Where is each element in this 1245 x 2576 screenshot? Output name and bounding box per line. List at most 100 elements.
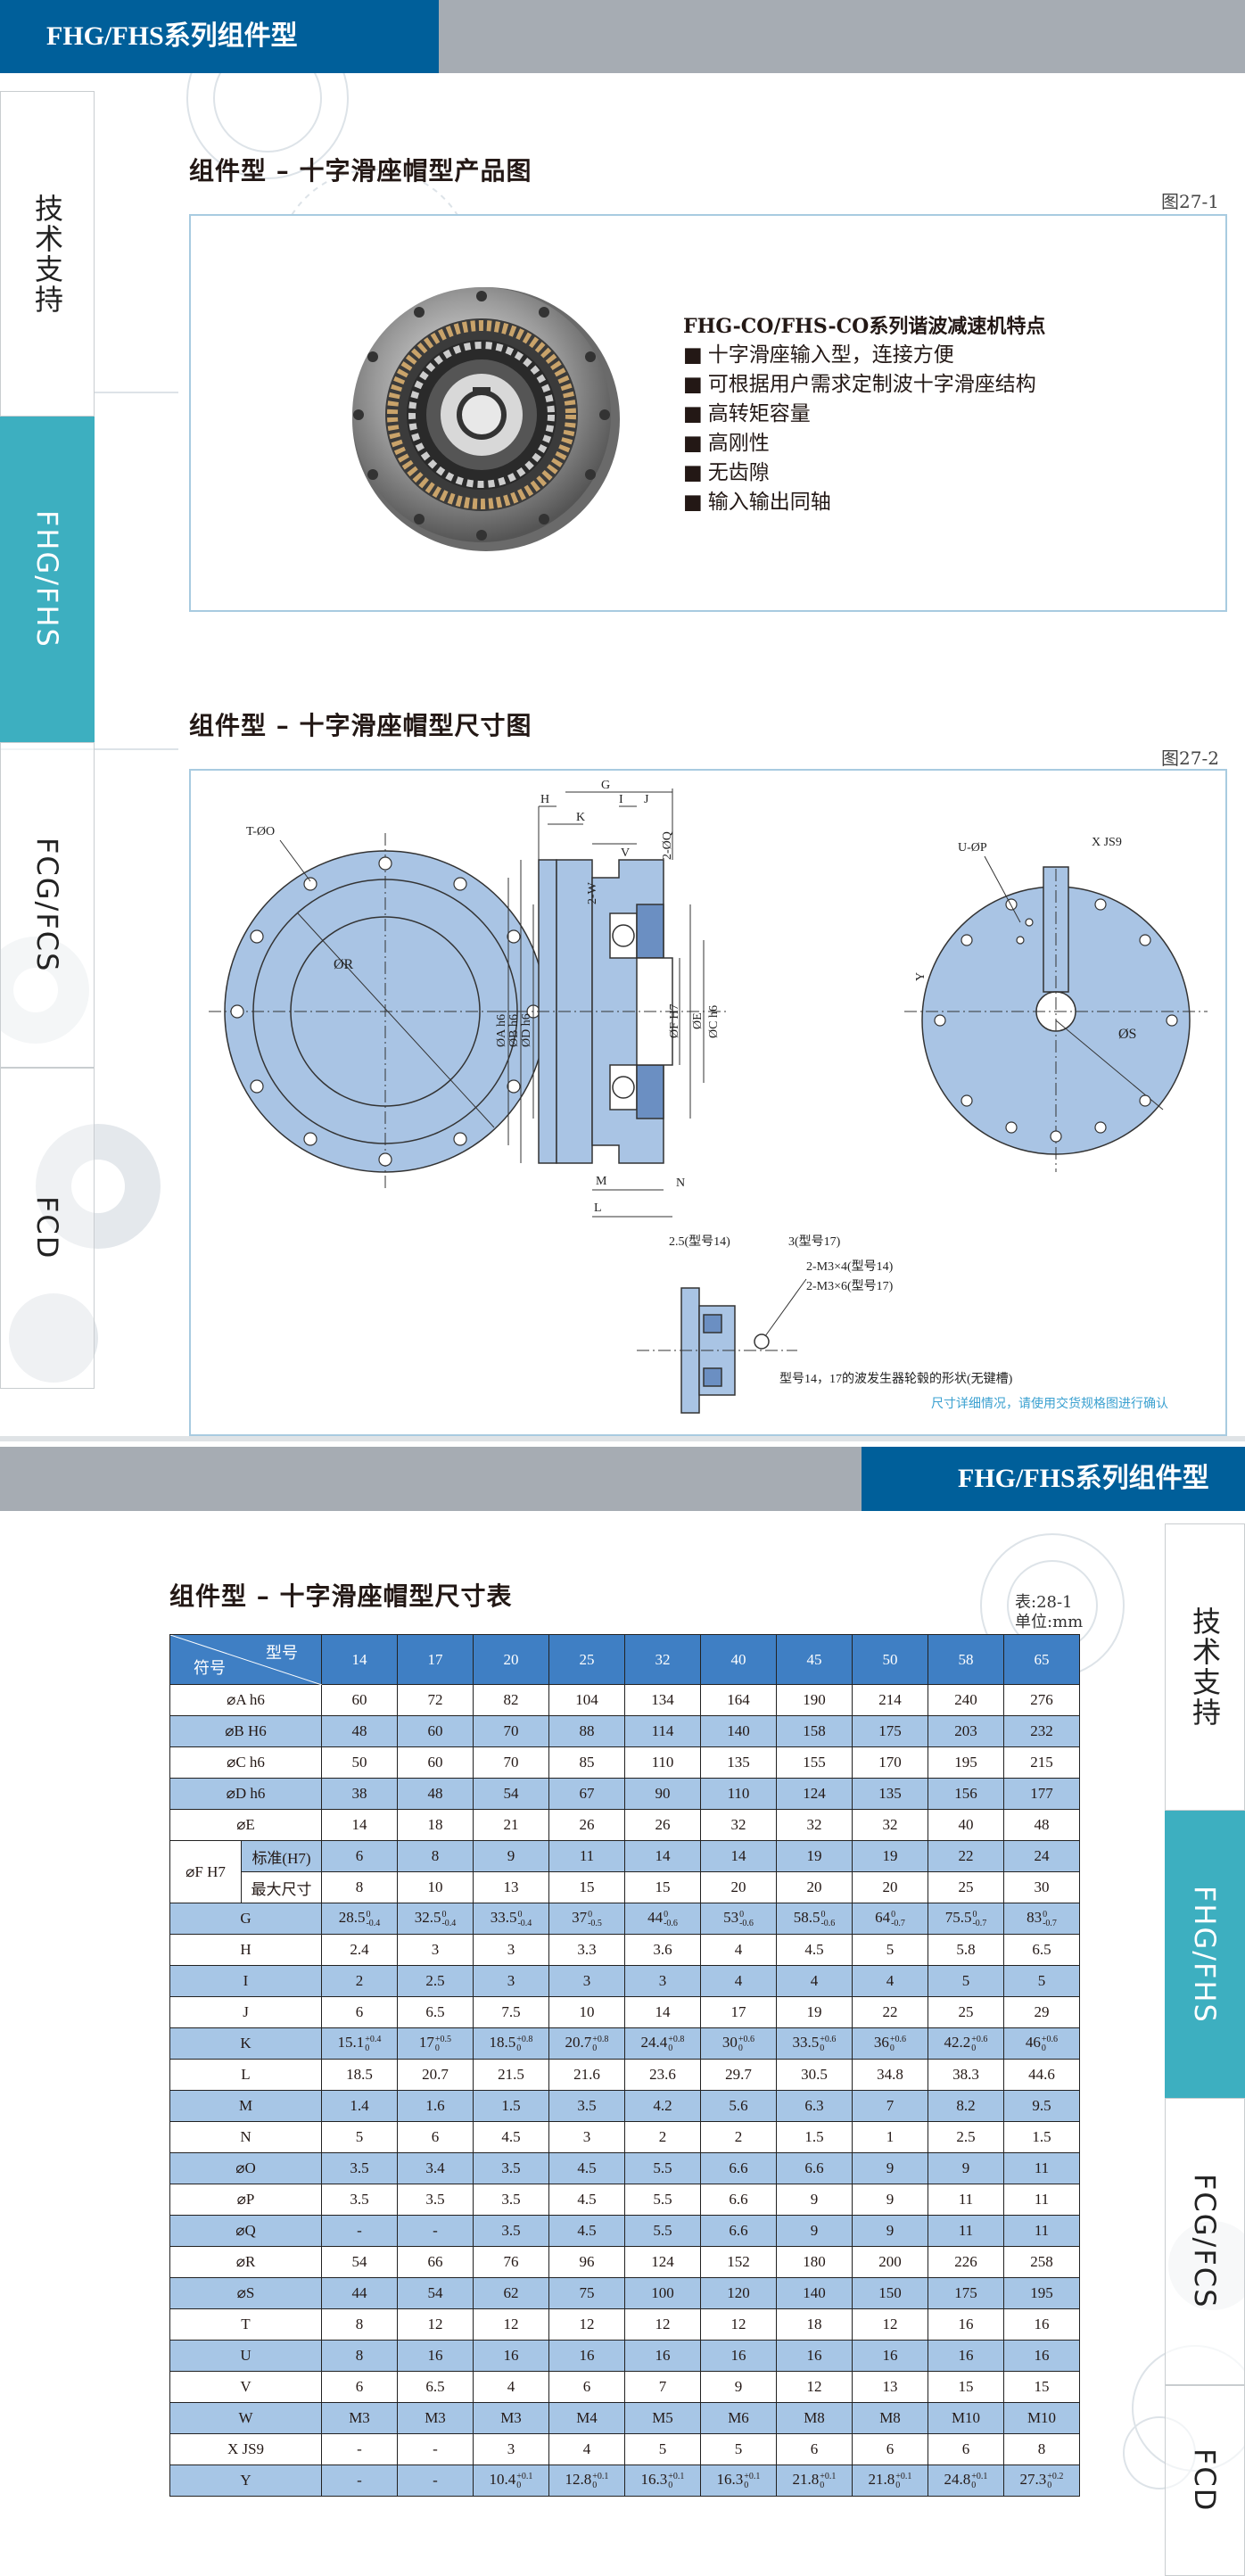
table-cell: 16	[473, 2340, 549, 2372]
table-cell: 11	[1003, 2152, 1080, 2184]
table-cell: 8.2	[928, 2090, 1004, 2122]
table-cell: 44.6	[1003, 2059, 1080, 2091]
table-cell-value: 203	[954, 1722, 977, 1739]
tolerance-upper: 0	[441, 1909, 447, 1920]
table-cell-value: 20	[730, 1878, 746, 1895]
table-cell: 13	[852, 2371, 928, 2403]
table-cell-value: 226	[954, 2253, 977, 2270]
table-cell-value: 6.5	[1032, 1941, 1051, 1958]
sidebar-right-tab-fcd[interactable]: FCD	[1165, 2385, 1245, 2576]
sidebar-right-tab-fhg[interactable]: FHG/FHS	[1165, 1811, 1245, 2098]
table-cell: 120	[700, 2277, 777, 2309]
table-cell: M4	[548, 2402, 625, 2434]
table-unit: 单位:mm	[1015, 1613, 1084, 1631]
table-cell-value: 11	[579, 1847, 595, 1864]
table-cell-value: 16	[958, 2347, 974, 2364]
sidebar-right-tab-fcg[interactable]: FCG/FCS	[1165, 2098, 1245, 2385]
table-cell: 7	[852, 2090, 928, 2122]
table-cell-value: 3	[582, 1972, 591, 1989]
table-model-header: 14	[321, 1634, 398, 1685]
table-cell-value: 10	[427, 1878, 443, 1895]
table-model-header: 25	[548, 1634, 625, 1685]
table-cell-value: 58.5	[793, 1909, 820, 1927]
table-row-label: 最大尺寸	[241, 1871, 322, 1903]
table-row-label: J	[169, 1996, 322, 2028]
table-cell: 215	[1003, 1746, 1080, 1779]
table-cell-tolerance: 0-0.6	[820, 1910, 835, 1928]
table-cell-value: 67	[579, 1785, 595, 1802]
label-v: V	[621, 846, 630, 860]
table-cell: M3	[321, 2402, 398, 2434]
table-cell-value: 18.5	[489, 2034, 516, 2052]
table-cell: 16	[624, 2340, 701, 2372]
table-cell: 70	[473, 1746, 549, 1779]
table-cell-value: 20	[882, 1878, 898, 1895]
table-cell: 26	[548, 1809, 625, 1841]
table-cell-value: 16	[1034, 2347, 1050, 2364]
table-cell-value: 26	[655, 1816, 671, 1833]
header-symbol-label: 符号	[194, 1659, 226, 1677]
table-cell: 4.5	[473, 2121, 549, 2153]
table-cell: 114	[624, 1715, 701, 1747]
tolerance-upper: +0.1	[668, 2471, 685, 2481]
table-cell-value: 3.6	[653, 1941, 672, 1958]
sidebar-left-tab-fcg[interactable]: FCG/FCS	[0, 742, 95, 1068]
table-cell-value: 5	[886, 1941, 895, 1958]
table-cell: 60	[397, 1715, 474, 1747]
sidebar-right-tab-support[interactable]: 技术支持	[1165, 1523, 1245, 1811]
sidebar-left-tab-fcd[interactable]: FCD	[0, 1068, 95, 1389]
table-cell-value: 82	[503, 1691, 519, 1708]
table-cell: 19	[776, 1840, 853, 1872]
table-cell-value: 6.6	[729, 2222, 748, 2239]
table-cell: 8	[321, 2308, 398, 2341]
feature-item: 输入输出同轴	[683, 488, 1036, 517]
sidebar-left-tab-support[interactable]: 技术支持	[0, 91, 95, 417]
table-cell: 4.2	[624, 2090, 701, 2122]
table-cell-value: 19	[806, 1847, 822, 1864]
table-cell: 3	[473, 1934, 549, 1966]
table-cell: 90	[624, 1778, 701, 1810]
table-row-label: M	[169, 2090, 322, 2122]
table-cell-value: 3	[507, 1941, 515, 1958]
table-cell-value: 22	[882, 2003, 898, 2020]
table-cell: 140	[776, 2277, 853, 2309]
tolerance-lower: 0	[516, 2480, 522, 2490]
table-cell-value: 1.6	[425, 2097, 445, 2114]
table-cell: 180	[776, 2246, 853, 2278]
table-cell-value: 5.6	[729, 2097, 748, 2114]
table-cell-value: 75	[579, 2284, 595, 2301]
table-cell: 177	[1003, 1778, 1080, 1810]
label-dim3: 3(型号17)	[788, 1234, 841, 1249]
table-cell: 4	[776, 1965, 853, 1997]
table-cell: 38	[321, 1778, 398, 1810]
table-cell: 19	[852, 1840, 928, 1872]
table-cell: 1.5	[1003, 2121, 1080, 2153]
table-cell-value: 44	[351, 2284, 367, 2301]
table-cell-value: 12	[882, 2316, 898, 2332]
table-cell: 195	[1003, 2277, 1080, 2309]
tolerance-lower: 0	[820, 2480, 825, 2490]
table-cell: M8	[776, 2402, 853, 2434]
table-cell: 2.4	[321, 1934, 398, 1966]
table-cell: 29.7	[700, 2059, 777, 2091]
table-cell: 135	[852, 1778, 928, 1810]
table-cell-value: 12	[427, 2316, 443, 2332]
table-cell-value: 3.5	[350, 2191, 369, 2208]
table-cell-value: 46	[1025, 2034, 1041, 2052]
table-cell: 3	[473, 1965, 549, 1997]
sidebar-left-tab-fhg[interactable]: FHG/FHS	[0, 417, 95, 742]
tolerance-upper: +0.1	[895, 2471, 912, 2481]
table-cell: 17	[700, 1996, 777, 2028]
table-cell: 110	[624, 1746, 701, 1779]
table-cell: 190	[776, 1684, 853, 1716]
table-cell-value: M3	[349, 2409, 370, 2426]
